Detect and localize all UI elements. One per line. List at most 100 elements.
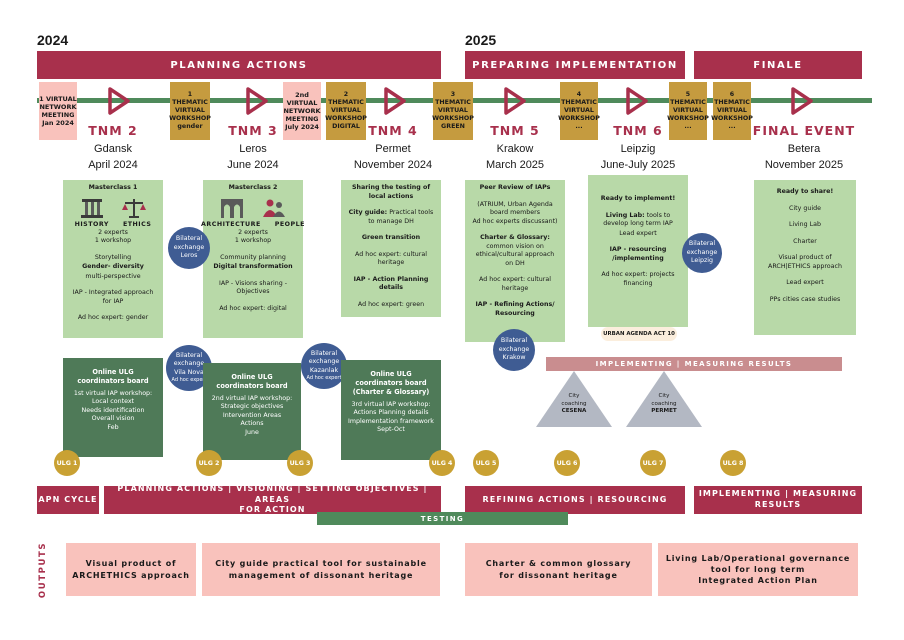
box-line: Gender- diversity [82, 263, 144, 270]
bilateral-text: Bilateral exchange [686, 240, 718, 256]
box-title: Ready to share! [776, 188, 834, 195]
tnm-date: November 2024 [353, 159, 433, 171]
ulg-marker: ULG 4 [429, 450, 455, 476]
apn-cycle-label: APN CYCLE [37, 486, 99, 514]
workshop-digital-box: 2 THEMATIC VIRTUAL WORKSHOP DIGITAL [325, 82, 367, 140]
coaching-city: CESENA [561, 408, 587, 415]
box-strong: City guide: [348, 209, 388, 216]
column-icon [81, 198, 103, 218]
workshop-green-box: 3 THEMATIC VIRTUAL WORKSHOP GREEN [432, 82, 474, 140]
box-line: PPs cities case studies [769, 295, 841, 303]
play-triangle-icon [626, 87, 648, 115]
box-line: Storytelling [94, 253, 132, 261]
ulg-marker: ULG 8 [720, 450, 746, 476]
box-line: City guide [789, 204, 821, 212]
arch-icon [221, 198, 243, 218]
tnm-city: Krakow [496, 143, 534, 155]
coaching-triangle-permet [626, 371, 702, 427]
phase-planning: PLANNING ACTIONS [37, 51, 441, 79]
box-line: Living Lab [788, 221, 822, 228]
bilateral-note: Ad hoc expert [306, 375, 342, 382]
output-city-guide: City guide practical tool for sustainabl… [202, 543, 440, 596]
tnm-city: Gdansk [94, 143, 132, 155]
coaching-text: City coaching [651, 393, 677, 407]
ulg-marker: ULG 2 [196, 450, 222, 476]
board-title: Online ULG coordinators board [77, 368, 149, 385]
tnm-name: FINAL EVENT [752, 123, 856, 138]
tnm-6: TNM 6 Leipzig June-July 2025 [588, 123, 688, 171]
play-triangle-icon [504, 87, 526, 115]
box-line: Ad hoc expert: cultural heritage [479, 276, 551, 292]
year-2025: 2025 [465, 32, 497, 48]
box-line: Green transition [361, 234, 421, 241]
box-line: City guide: Practical tools to manage DH [347, 209, 435, 226]
workshop-6-box: 6 THEMATIC VIRTUAL WORKSHOP ... [711, 82, 753, 140]
box-text: Practical tools to manage DH [368, 209, 434, 225]
box-title: Peer Review of IAPs [479, 184, 551, 191]
urban-agenda-pill: URBAN AGENDA ACT 10 [601, 327, 677, 341]
tnm-date: November 2025 [764, 159, 844, 171]
output-visual-product: Visual product of ARCHETHICS approach [66, 543, 196, 596]
board-title: Online ULG coordinators board [216, 373, 288, 390]
coaching-triangle-cesena [536, 371, 612, 427]
box-text: tools to develop long term IAP [603, 211, 673, 228]
tnm-city: Betera [787, 143, 821, 155]
bilateral-city: Leipzig [690, 257, 714, 265]
coaching-text: City coaching [561, 393, 587, 407]
bilateral-text: Bilateral exchange [173, 235, 205, 251]
ulg-board-2: Online ULG coordinators board 2nd virtua… [203, 363, 301, 460]
tnm-name: TNM 2 [88, 123, 138, 138]
bilateral-city: Kazanlak [309, 366, 339, 374]
box-line: IAP - Visions sharing - Objectives [218, 279, 288, 296]
output-charter: Charter & common glossary for dissonant … [465, 543, 652, 596]
coaching-city: PERMET [651, 408, 677, 415]
box-line: Lead expert [786, 279, 824, 286]
workshop-5-box: 5 THEMATIC VIRTUAL WORKSHOP ... [667, 82, 709, 140]
box-line: Ad hoc expert: digital [219, 304, 287, 312]
tnm6-content-box: Ready to implement! Living Lab: tools to… [588, 175, 688, 327]
final-event: FINAL EVENT Betera November 2025 [744, 123, 864, 171]
box-line: multi-perspective [85, 272, 141, 280]
play-triangle-icon [791, 87, 813, 115]
tnm-4: TNM 4 Permet November 2024 [343, 123, 443, 171]
box-line: Visual product of ARCH|ETHICS approach [768, 254, 842, 270]
board-body: 2nd virtual IAP workshop: Strategic obje… [211, 394, 293, 436]
box-line: 2 experts 1 workshop [94, 228, 132, 245]
phase-finale: FINALE [694, 51, 862, 79]
ulg-board-3: Online ULG coordinators board (Charter &… [341, 360, 441, 460]
play-triangle-icon [108, 87, 130, 115]
outputs-label-wrap: OUTPUTS [18, 542, 68, 598]
box-title: Ready to implement! [600, 195, 676, 202]
band-refining: REFINING ACTIONS | RESOURCING [465, 486, 685, 514]
ulg-marker: ULG 5 [473, 450, 499, 476]
bilateral-city: Krakow [502, 354, 526, 362]
band-implementing: IMPLEMENTING | MEASURING RESULTS [694, 486, 862, 514]
tnm5-content-box: Peer Review of IAPs (ATRIUM, Urban Agend… [465, 180, 565, 342]
ulg-board-1: Online ULG coordinators board 1st virtua… [63, 358, 163, 457]
final-content-box: Ready to share! City guide Living Lab Ch… [754, 180, 856, 335]
tnm4-content-box: Sharing the testing of local actions Cit… [341, 180, 441, 317]
ulg-marker: ULG 6 [554, 450, 580, 476]
tnm-city: Permet [375, 143, 411, 155]
coaching-label-permet: City coaching PERMET [636, 393, 692, 416]
box-line: Lead expert [619, 229, 657, 237]
bilateral-city: Leros [180, 252, 198, 260]
tnm-date: March 2025 [485, 159, 545, 171]
play-triangle-icon [246, 87, 268, 115]
bilateral-text: Bilateral exchange [308, 349, 340, 366]
testing-bar: TESTING [317, 512, 568, 525]
box-line: IAP - Integrated approach for IAP [72, 289, 154, 305]
board-body: 1st virtual IAP workshop: Local context … [73, 389, 153, 431]
box-line: common vision on ethical/cultural approa… [475, 242, 555, 267]
box-line: IAP - resourcing /implementing [609, 246, 667, 262]
box-line: 2 experts 1 workshop [234, 228, 272, 245]
year-2024: 2024 [37, 32, 69, 48]
icon-label: PEOPLE [274, 220, 305, 228]
box-line: Ad hoc expert: gender [77, 314, 149, 321]
box-strong: Living Lab: [605, 211, 645, 219]
